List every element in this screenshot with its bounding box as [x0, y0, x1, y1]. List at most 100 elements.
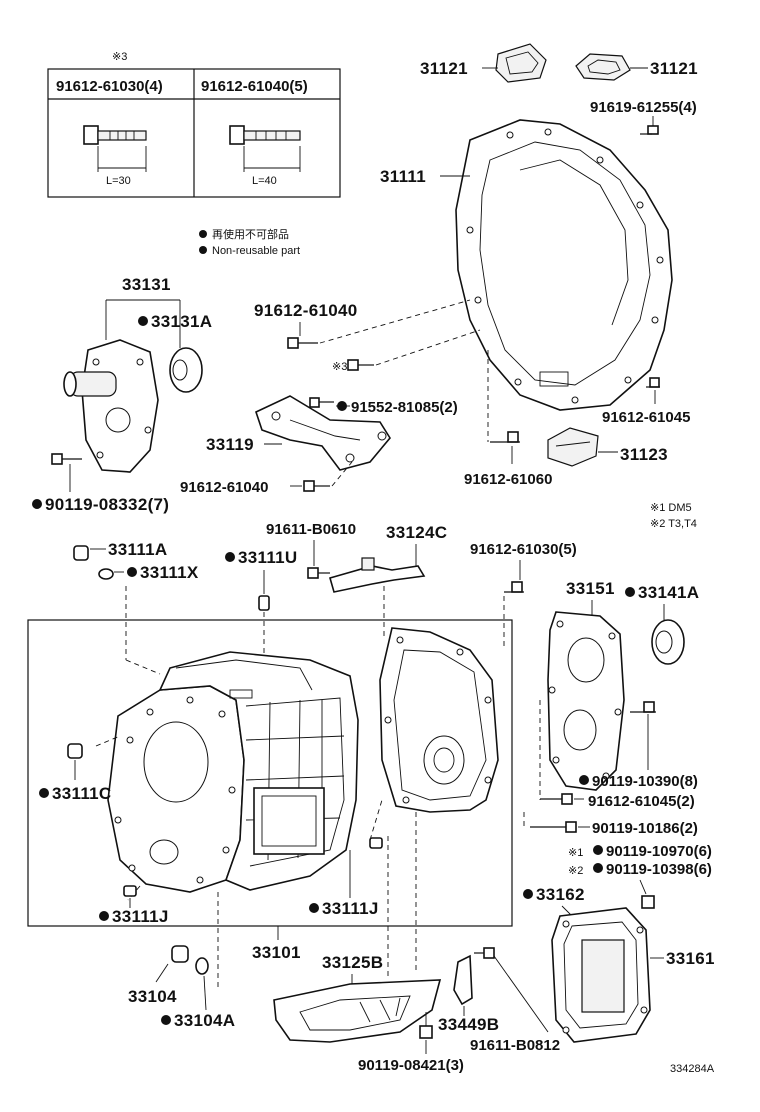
bullet-icon — [199, 246, 207, 254]
label-91612-61040-bottom: 91612-61040 — [180, 479, 268, 496]
lever-33124C-icon — [329, 557, 426, 593]
label-91612-61060: 91612-61060 — [464, 471, 552, 488]
bolt-91612-61040-top-icon — [287, 337, 318, 349]
table-col2-length: L=40 — [252, 175, 277, 187]
adapter-33151-icon — [547, 611, 625, 791]
label-33151: 33151 — [566, 579, 615, 598]
table-col1-header: 91612-61030(4) — [56, 78, 163, 95]
legend-jp: 再使用不可部品 — [212, 227, 289, 241]
gasket-33111X-icon — [98, 568, 114, 580]
bolt-91611-B0610-icon — [307, 567, 330, 579]
label-90119-08332: 90119-08332(7) — [45, 495, 169, 514]
label-91612-61045-bottom: 91612-61045(2) — [588, 793, 695, 810]
note-2: ※2 T3,T4 — [650, 518, 697, 530]
pin-33111U-icon — [258, 595, 270, 611]
bolt-91612-61030-icon — [504, 581, 524, 593]
label-31123: 31123 — [620, 445, 668, 464]
legend: 再使用不可部品 Non-reusable part — [199, 227, 300, 257]
label-91612-61045-top: 91612-61045 — [602, 409, 690, 426]
cover-31121-left-icon — [495, 43, 547, 83]
label-91612-61030: 91612-61030(5) — [470, 541, 577, 558]
label-33119: 33119 — [206, 435, 254, 454]
plug-33104-icon — [171, 945, 189, 963]
label-33111J-right: 33111J — [322, 899, 379, 918]
transmission-case-33101-icon — [107, 651, 359, 893]
label-33162: 33162 — [536, 885, 585, 904]
cover-31123-icon — [547, 427, 599, 467]
bolt-30-icon — [83, 125, 147, 172]
non-reusable-bullet-icon — [579, 775, 589, 785]
bolt-91612-61060-icon — [490, 431, 520, 443]
gasket-33104A-icon — [195, 957, 209, 975]
label-33104: 33104 — [128, 987, 177, 1006]
non-reusable-bullet-icon — [337, 401, 347, 411]
bolt-91612-61045-top-icon — [646, 377, 660, 388]
bracket-33449B-icon — [453, 954, 473, 1006]
non-reusable-bullet-icon — [625, 587, 635, 597]
non-reusable-bullet-icon — [39, 788, 49, 798]
label-91611-B0610: 91611-B0610 — [266, 521, 356, 538]
label-33131A: 33131A — [151, 312, 212, 331]
extension-case-icon — [379, 627, 499, 813]
bolt-91612-61040-bottom-icon — [303, 480, 330, 492]
bolt-length-table: ※3 91612-61030(4) 91612-61040(5) L=30 L=… — [47, 51, 341, 198]
table-mark: ※3 — [112, 51, 127, 63]
label-90119-10390: 90119-10390(8) — [592, 773, 698, 790]
label-33101: 33101 — [252, 943, 301, 962]
bolt-91611-B0812-icon — [474, 947, 495, 959]
bolt-mark3-icon — [347, 359, 374, 371]
footer-code: 334284A — [670, 1063, 715, 1075]
cover-33161-icon — [551, 907, 651, 1043]
label-33111U: 33111U — [238, 548, 297, 567]
non-reusable-bullet-icon — [225, 552, 235, 562]
label-90119-10186: 90119-10186(2) — [592, 820, 698, 837]
non-reusable-bullet-icon — [593, 863, 603, 873]
label-31111: 31111 — [380, 167, 426, 186]
mark-1: ※1 — [568, 847, 583, 859]
label-33111J-left: 33111J — [112, 907, 169, 926]
bolt-91619-icon — [640, 125, 659, 135]
non-reusable-bullet-icon — [309, 903, 319, 913]
label-33131: 33131 — [122, 275, 171, 294]
pin-33111J-left-icon — [123, 885, 137, 897]
oil-seal-33131A-icon — [169, 347, 203, 393]
non-reusable-bullet-icon — [593, 845, 603, 855]
bolt-90119-08332-icon — [51, 453, 82, 465]
mark-3: ※3 — [332, 361, 347, 373]
cover-31121-right-icon — [575, 53, 631, 81]
label-90119-10970: 90119-10970(6) — [606, 843, 712, 860]
label-33104A: 33104A — [174, 1011, 235, 1030]
label-90119-08421: 90119-08421(3) — [358, 1057, 464, 1074]
label-33161: 33161 — [666, 949, 715, 968]
label-91612-61040-top: 91612-61040 — [254, 301, 358, 320]
label-90119-10398: 90119-10398(6) — [606, 861, 712, 878]
non-reusable-bullet-icon — [99, 911, 109, 921]
label-33111X: 33111X — [140, 563, 199, 582]
label-91611-B0812: 91611-B0812 — [470, 1037, 560, 1054]
bolt-40-icon — [229, 125, 301, 172]
label-33141A: 33141A — [638, 583, 699, 602]
non-reusable-bullet-icon — [127, 567, 137, 577]
bolt-90119-10390-icon — [630, 701, 656, 713]
case-assembly-frame — [27, 619, 513, 927]
label-33124C: 33124C — [386, 523, 447, 542]
non-reusable-bullet-icon — [32, 499, 42, 509]
table-col2-header: 91612-61040(5) — [201, 78, 308, 95]
bolt-90119-10186-icon — [530, 821, 577, 833]
label-31121-left: 31121 — [420, 59, 468, 78]
bolt-91552-81085-icon — [309, 397, 334, 408]
bolt-90119-08421-icon — [419, 1025, 433, 1039]
oil-strainer-33125B-icon — [273, 979, 442, 1043]
mark-2: ※2 — [568, 865, 583, 877]
label-31121-right: 31121 — [650, 59, 698, 78]
oil-seal-33141A-icon — [651, 619, 685, 665]
legend-en: Non-reusable part — [212, 245, 300, 257]
label-33449B: 33449B — [438, 1015, 499, 1034]
retainer-33131-icon — [63, 339, 159, 473]
label-91619-61255: 91619-61255(4) — [590, 99, 697, 116]
bracket-33119-icon — [255, 395, 391, 471]
bolt-91612-61045-bottom-icon — [540, 793, 573, 805]
label-33125B: 33125B — [322, 953, 383, 972]
plug-33111C-icon — [67, 743, 83, 759]
